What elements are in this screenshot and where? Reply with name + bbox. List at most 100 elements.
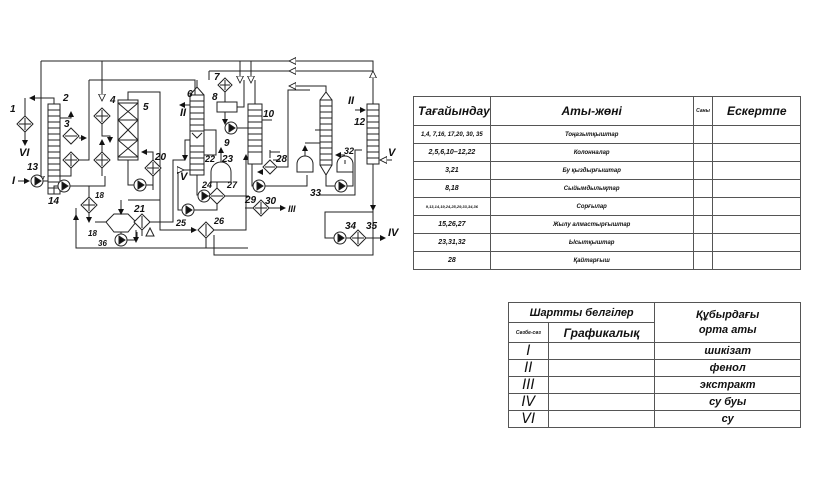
legend-letter: IV [508,393,549,411]
table-row: II фенол [508,359,801,377]
spec-name: Сыйымдылықтар [489,179,694,198]
spec-name: Сорғылар [489,197,694,216]
vessel-18 [105,213,137,233]
process-flow-diagram: 1 2 3 4 5 6 7 8 9 10 12 13 14 18 18 20 2… [10,0,400,256]
spec-position: 28 [413,251,491,270]
label-equipment-25: 25 [175,218,187,228]
legend-graphic [547,342,656,360]
label-equipment-27: 27 [226,180,238,190]
table-row: VI су [508,410,801,428]
spec-qty [692,215,714,234]
legend-env: су [654,410,801,428]
legend-graphic [547,393,656,411]
label-equipment-6: 6 [187,89,193,100]
label-equipment-23: 23 [221,154,234,165]
stream-label-IV: IV [388,227,400,239]
spec-header-qty: Саны [692,96,714,126]
stream-label-III: III [288,204,296,214]
spec-header-row: Тағайындау Аты-жөні Саны Ескертпе [413,96,801,126]
spec-note [712,197,801,216]
label-equipment-30: 30 [265,196,277,207]
legend-graphic [547,376,656,394]
label-equipment-18a: 18 [95,191,104,200]
stream-label-VI: VI [19,147,30,159]
legend-header-graphic: Графикалық [547,322,656,343]
label-equipment-4: 4 [109,95,116,106]
spec-position: 2,5,6,10–12,22 [413,143,491,162]
legend-header-env: Құбырдағы орта аты [654,302,801,343]
label-equipment-9: 9 [224,138,230,149]
legend-letter: VI [508,410,549,428]
spec-qty [692,179,714,198]
spec-note [712,161,801,180]
legend-graphic [547,410,656,428]
spec-qty [692,143,714,162]
spec-name: Тоңазытқыштар [489,125,694,144]
table-row: 2,5,6,10–12,22 Колонналар [413,143,801,162]
column-11 [319,99,333,166]
legend-graphic [547,359,656,377]
label-equipment-35: 35 [366,221,378,232]
label-equipment-7: 7 [214,72,220,83]
legend-letter: III [508,376,549,394]
spec-position: 15,26,27 [413,215,491,234]
table-row: III экстракт [508,376,801,394]
spec-note [712,179,801,198]
stream-label-V-a: V [180,171,189,183]
vessel-8 [216,101,238,113]
label-equipment-36: 36 [98,239,107,248]
table-row: 28 Қайтарғыш [413,251,801,270]
label-equipment-8: 8 [212,92,218,103]
label-equipment-3: 3 [64,119,70,130]
spec-position: 1,4, 7,16, 17,20, 30, 35 [413,125,491,144]
legend-letter: I [508,342,549,360]
spec-name: Қайтарғыш [489,251,694,270]
stream-label-II-a: II [180,107,187,119]
spec-qty [692,161,714,180]
table-row: I шикізат [508,342,801,360]
spec-note [712,251,801,270]
label-equipment-28: 28 [275,154,288,165]
spec-name: Ысытқыштар [489,233,694,252]
label-equipment-12: 12 [354,117,366,128]
table-row: 3,21 Бу қыздырғыштар [413,161,801,180]
label-equipment-22: 22 [204,154,215,164]
legend-letter: II [508,359,549,377]
spec-position: 3,21 [413,161,491,180]
heater-31 [296,155,314,173]
spec-qty [692,197,714,216]
label-equipment-21: 21 [133,204,146,215]
label-equipment-1: 1 [10,104,16,115]
table-row: 1,4, 7,16, 17,20, 30, 35 Тоңазытқыштар [413,125,801,144]
table-row: 8,18 Сыйымдылықтар [413,179,801,198]
spec-name: Бу қыздырғыштар [489,161,694,180]
spec-note [712,125,801,144]
label-equipment-26: 26 [213,216,225,226]
spec-note [712,233,801,252]
spec-name: Колонналар [489,143,694,162]
table-row: 15,26,27 Жылу алмастырғыштар [413,215,801,234]
label-equipment-24: 24 [201,180,212,190]
label-equipment-32: 32 [344,146,354,156]
stream-label-V-b: V [388,147,397,159]
label-equipment-10: 10 [263,109,275,120]
spec-position: 8,18 [413,179,491,198]
spec-note [712,143,801,162]
table-row: IV су буы [508,393,801,411]
column-2 [47,103,61,195]
heater-32 [336,155,354,173]
legend-env: экстракт [654,376,801,394]
label-equipment-20: 20 [154,152,167,163]
label-equipment-13: 13 [27,162,39,173]
spec-header-name: Аты-жөні [489,96,694,126]
legend-header-group: Шартты белгілер [507,302,656,323]
legend-table: Шартты белгілер Құбырдағы орта аты Сөзбе… [507,302,801,428]
spec-header-note: Ескертпе [712,96,801,126]
spec-qty [692,125,714,144]
legend-header-row: Шартты белгілер Құбырдағы орта аты [507,302,801,343]
heater-23 [210,161,232,183]
label-equipment-29: 29 [244,195,257,206]
table-row: 23,31,32 Ысытқыштар [413,233,801,252]
spec-qty [692,233,714,252]
spec-position: 23,31,32 [413,233,491,252]
